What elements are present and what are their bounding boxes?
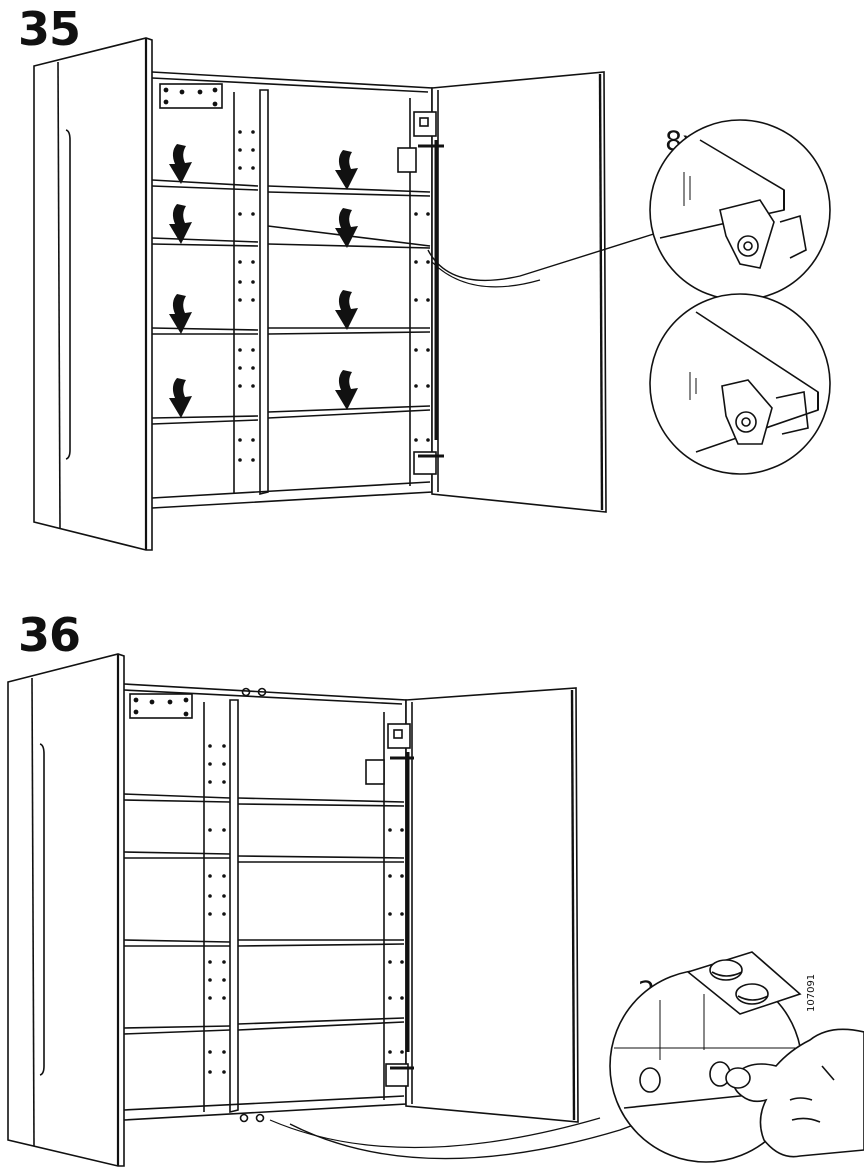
push-down-arrows: [169, 144, 358, 418]
arrow-down-icon: [335, 150, 358, 190]
arrow-down-icon: [169, 378, 192, 418]
detail-shelf-support-before: [650, 120, 830, 300]
arrow-down-icon: [335, 370, 358, 410]
arrow-down-icon: [335, 208, 358, 248]
cabinet-step-35: [34, 38, 606, 550]
cabinet-step-36: [8, 654, 578, 1166]
detail-shelf-support-after: [650, 294, 830, 474]
arrow-down-icon: [169, 144, 192, 184]
arrow-down-icon: [335, 290, 358, 330]
